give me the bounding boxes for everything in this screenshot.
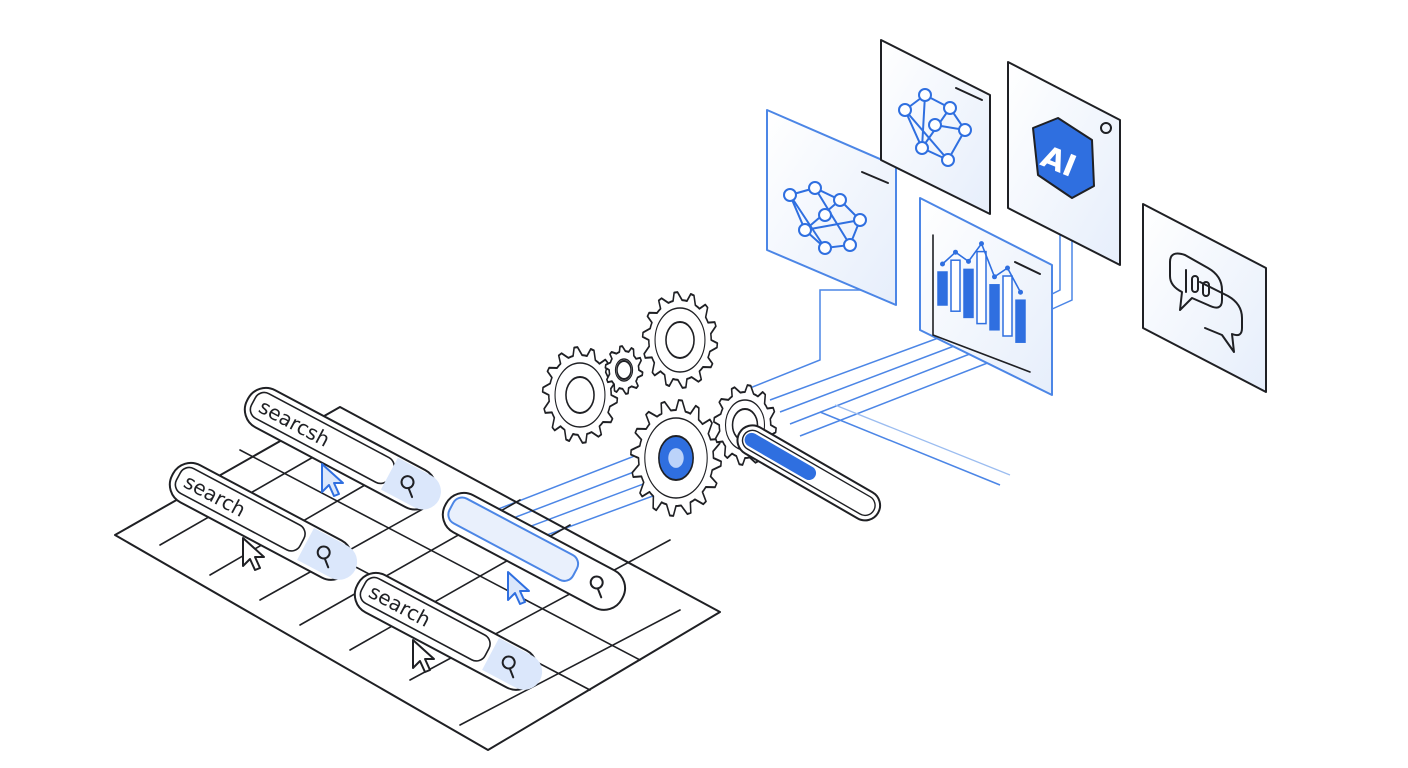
gear-icon	[641, 291, 719, 389]
search-bar-bottom[interactable]: search	[348, 566, 550, 700]
chart-bar	[963, 268, 974, 319]
chart-bar	[950, 259, 961, 312]
network-graph-icon	[898, 88, 972, 167]
network-card-top	[880, 39, 991, 215]
mouse-pointer-icon	[321, 463, 344, 497]
ai-card: AI	[1007, 61, 1121, 266]
chat-bubble-icon	[1169, 252, 1243, 353]
gear-icon	[541, 346, 619, 444]
chat-card	[1142, 203, 1267, 393]
mouse-pointer-icon	[507, 571, 530, 605]
ai-shield-icon: AI	[1032, 117, 1095, 199]
chart-bar	[1002, 275, 1013, 337]
gear-cluster	[541, 291, 777, 517]
gear-icon	[604, 345, 644, 395]
progress-bar	[736, 424, 882, 522]
network-card-left	[766, 109, 897, 306]
mouse-pointer-icon	[242, 537, 265, 571]
search-icon[interactable]	[313, 544, 336, 569]
progress-fill	[744, 432, 817, 481]
chart-card	[919, 197, 1053, 396]
search-icon[interactable]	[397, 474, 420, 499]
chart-bar	[976, 250, 987, 325]
search-icon[interactable]	[586, 574, 609, 599]
chart-bar	[989, 284, 1000, 331]
chart-bar	[1015, 299, 1026, 343]
chart-bar	[937, 271, 948, 306]
search-bar-active[interactable]	[436, 486, 632, 617]
search-bar-top[interactable]: searcsh	[238, 381, 448, 519]
chart-trend-line	[941, 241, 1022, 293]
gear-icon	[630, 399, 722, 517]
network-graph-icon	[783, 181, 867, 255]
search-icon[interactable]	[498, 654, 521, 679]
mouse-pointer-icon	[412, 639, 435, 673]
